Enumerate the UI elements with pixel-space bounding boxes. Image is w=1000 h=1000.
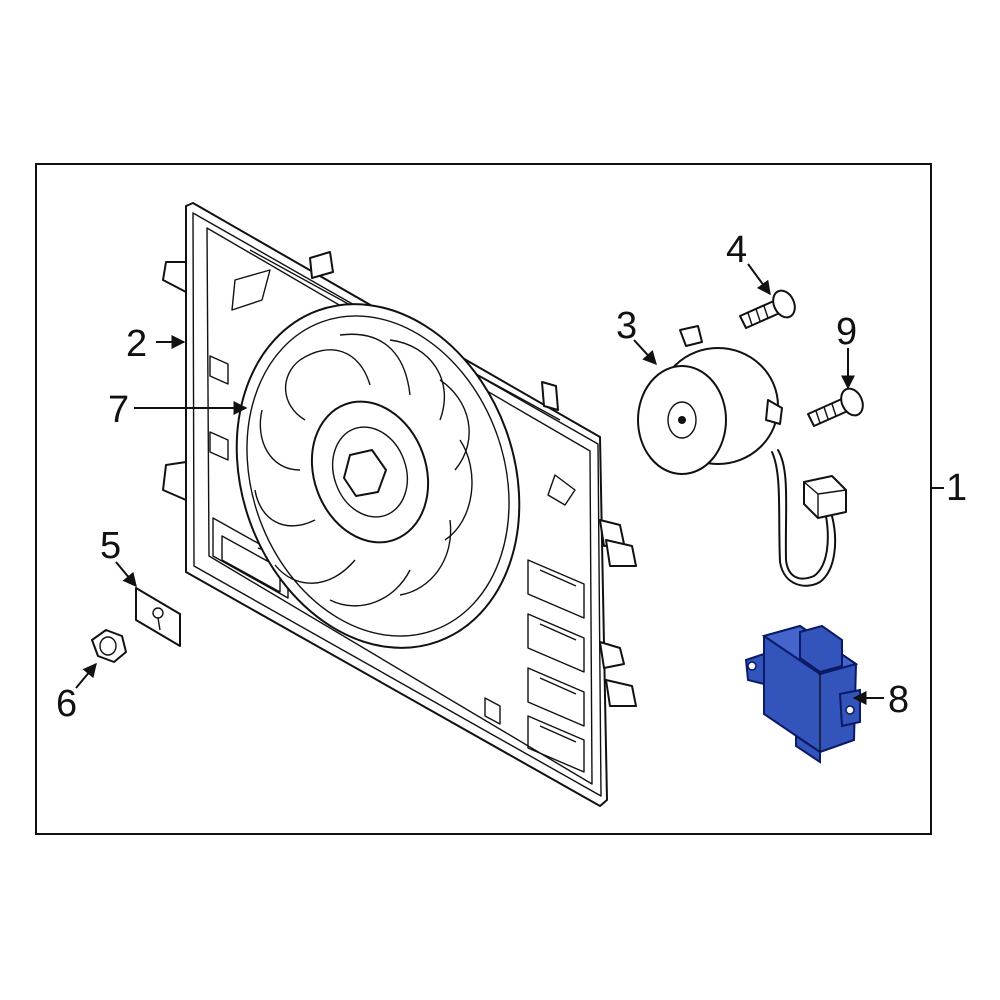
callout-7: 7: [108, 389, 129, 431]
fan-control-module[interactable]: [744, 624, 861, 764]
retainer-clip[interactable]: [135, 587, 181, 647]
callout-8: 8: [888, 679, 909, 721]
assembly-frame: [35, 163, 932, 835]
motor-bolt-9[interactable]: [807, 385, 867, 427]
fan-blade-assembly[interactable]: [190, 264, 566, 688]
callout-3: 3: [616, 305, 637, 347]
module-bottom-plug: [795, 734, 821, 764]
callout-6: 6: [56, 683, 77, 725]
hex-nut[interactable]: [91, 629, 127, 663]
leader-6: [75, 662, 97, 689]
callout-4: 4: [726, 229, 747, 271]
module-connector: [799, 624, 843, 674]
fan-motor[interactable]: [637, 325, 847, 587]
motor-bolt-4[interactable]: [739, 287, 799, 329]
leader-3: [633, 339, 657, 366]
leader-5: [115, 561, 137, 588]
callout-2: 2: [126, 323, 147, 365]
callout-5: 5: [100, 525, 121, 567]
callout-1: 1: [946, 467, 967, 509]
leader-4: [747, 263, 771, 296]
callout-9: 9: [836, 311, 857, 353]
